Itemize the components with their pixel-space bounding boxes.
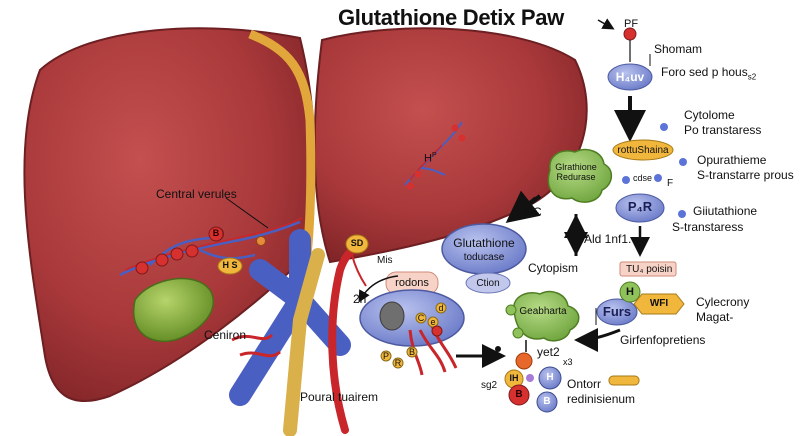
ontorr-label: Ontorr [567, 377, 602, 391]
ald-label: Ald 1nf1. [584, 232, 632, 246]
par-node-label: P₄R [627, 199, 653, 214]
redinisienum-label: redinisienum [567, 392, 636, 406]
x3-label: x3 [563, 357, 573, 367]
diagram-title: Glutathione Detix Paw [338, 5, 564, 30]
cdse-label: cdse [633, 173, 653, 183]
opurathieme-label: Opurathieme [697, 153, 767, 167]
ceniron-label: Ceniron [204, 328, 247, 342]
blood-cell [135, 261, 149, 275]
girfenfopretiens-label: Girfenfopretiens [620, 333, 706, 347]
liver-left-lobe [23, 27, 316, 402]
hav-node-label: H₄uv [615, 70, 645, 84]
yet2-label: yet2 [537, 345, 560, 359]
hav-node [607, 63, 653, 91]
foro-label: Foro sed p houss2 [661, 65, 757, 82]
cell-letter-b: B [408, 347, 416, 357]
sg2-label: sg2 [481, 380, 498, 391]
hs-label: H S [222, 260, 238, 270]
ih-label: IH [509, 373, 519, 383]
b-blue-label: B [543, 396, 551, 407]
cell-letter-p: P [382, 351, 390, 361]
cell-letter-e: e [430, 317, 436, 327]
rodons-label: rodons [395, 277, 429, 289]
h-green-label: H [626, 286, 634, 298]
wfi-label: WFI [649, 298, 669, 309]
furs-label: Furs [602, 304, 632, 319]
hp-label: HP [424, 152, 437, 165]
gallbladder [132, 277, 215, 342]
shomam-label: Shomam [654, 42, 703, 56]
two-h-label: 2h [353, 292, 367, 306]
magat-label: Magat- [696, 310, 734, 324]
rottushina-label: rottuShaina [617, 145, 669, 156]
cell-letter-r: R [394, 358, 402, 368]
b-badge-label: B [212, 228, 220, 238]
glutathione-redurase-enzyme [547, 148, 613, 203]
central-verules-label: Central verules [156, 187, 237, 201]
cytolome-label: Cytolome [684, 108, 735, 122]
liver-right-lobe [313, 27, 588, 264]
par-node [615, 193, 665, 223]
s-transtarre-label: S-transtarre prous [697, 168, 794, 182]
ction-label: Ction [476, 278, 500, 289]
glutathione-node-label: Glutathione [453, 236, 515, 250]
tu-poisin-label: TU₄ poisin [626, 264, 673, 275]
pf-label: PF [624, 18, 639, 30]
s-transtaress-label: S-transtaress [672, 220, 744, 234]
gllutathione-label: Giiutathione [693, 204, 758, 218]
geabharta-label: Geabharta [519, 306, 567, 317]
cylecrony-label: Cylecrony [696, 295, 750, 309]
toducase-label: toducase [463, 252, 505, 263]
pc-label: PC [525, 205, 542, 219]
bile-duct [283, 248, 325, 436]
cell-letter-c: C [417, 313, 425, 323]
b-bottom-label: B [515, 389, 523, 400]
portal-label: Poural tuairem [300, 390, 379, 404]
sd-label: SD [350, 238, 364, 248]
f-label: F [667, 178, 674, 189]
po-transtaress-label: Po transtaress [684, 123, 762, 137]
mis-label: Mis [377, 255, 393, 266]
h-bottom-label: H [546, 372, 554, 383]
glutathione-redurase-label: Glrathione Redurase [555, 162, 597, 182]
falciform-ligament [248, 29, 316, 266]
cytopism-label: Cytopism [528, 261, 579, 275]
cell-letter-d: d [438, 303, 444, 313]
artery-branch [231, 333, 281, 358]
